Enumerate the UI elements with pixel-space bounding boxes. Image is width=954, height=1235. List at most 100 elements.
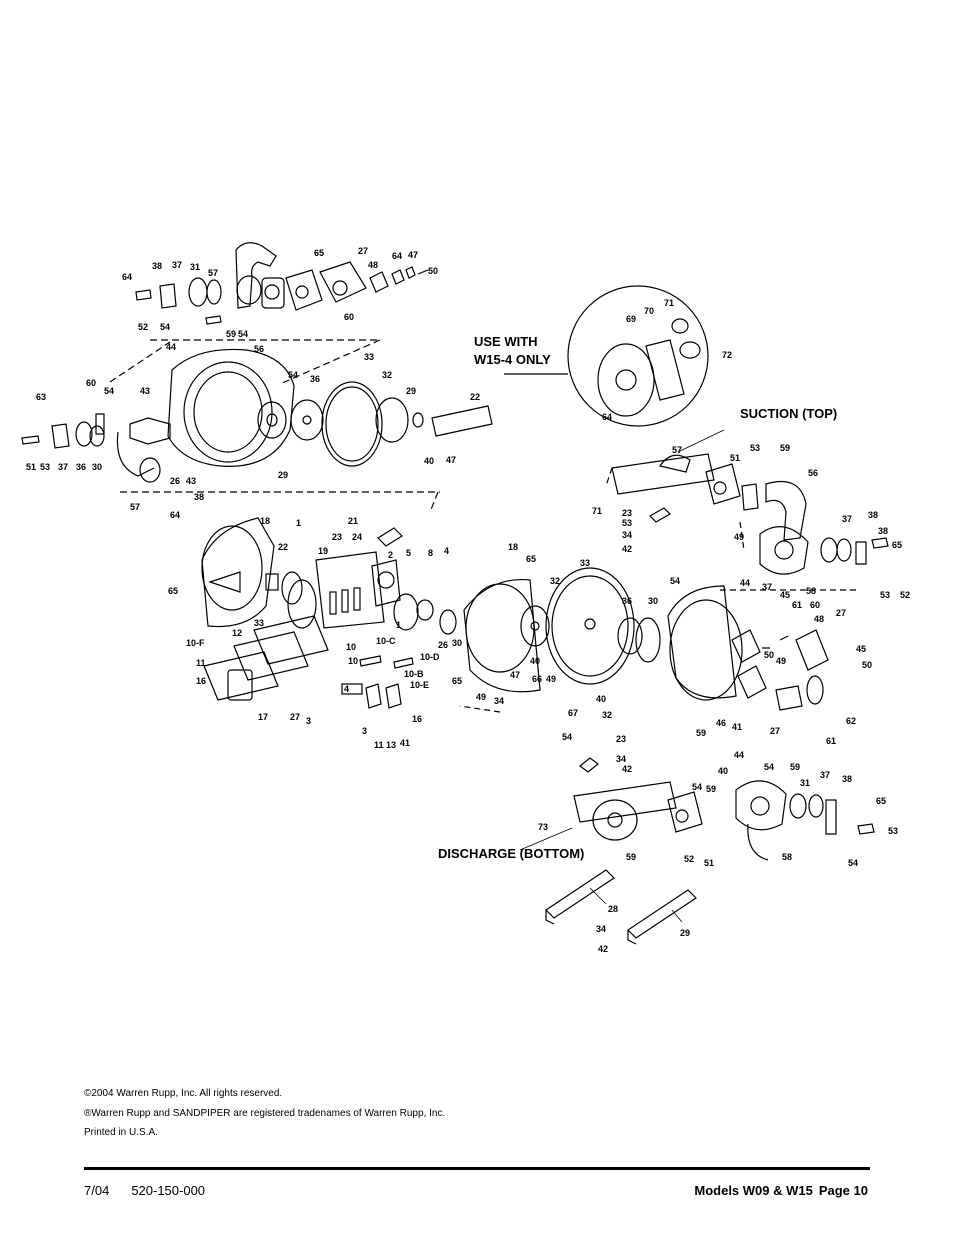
- callout: 40: [596, 694, 606, 704]
- callout: 65: [876, 796, 886, 806]
- callout: 10-C: [376, 636, 396, 646]
- callout: 38: [868, 510, 878, 520]
- callout: 64: [170, 510, 180, 520]
- callout: 65: [892, 540, 902, 550]
- callout: 61: [826, 736, 836, 746]
- callout: 50: [428, 266, 438, 276]
- callout: 64: [122, 272, 132, 282]
- callout: 56: [808, 468, 818, 478]
- callout: 51: [26, 462, 36, 472]
- callout: 19: [318, 546, 328, 556]
- callout: 63: [36, 392, 46, 402]
- footer-date: 7/04: [84, 1183, 110, 1198]
- footer-left: 7/04 520-150-000: [84, 1183, 205, 1198]
- callout: 47: [446, 455, 456, 465]
- callout: 38: [842, 774, 852, 784]
- callout: 37: [820, 770, 830, 780]
- callout: 27: [836, 608, 846, 618]
- callout: 18: [260, 516, 270, 526]
- callout: 3: [362, 726, 367, 736]
- callout: 29: [680, 928, 690, 938]
- callout: 73: [538, 822, 548, 832]
- callout: 45: [856, 644, 866, 654]
- callout: 54: [848, 858, 858, 868]
- footer-page: Page 10: [818, 1183, 868, 1198]
- callout: 4: [344, 684, 349, 694]
- heading-w15-only: W15-4 ONLY: [474, 352, 551, 367]
- callout: 43: [140, 386, 150, 396]
- callout: 71: [664, 298, 674, 308]
- callout: 70: [644, 306, 654, 316]
- heading-use-with: USE WITH: [474, 334, 538, 349]
- callout: 24: [352, 532, 362, 542]
- callout: 23: [622, 508, 632, 518]
- callout: 40: [530, 656, 540, 666]
- callout: 46: [716, 718, 726, 728]
- callout: 33: [364, 352, 374, 362]
- callout: 52: [684, 854, 694, 864]
- callout: 72: [722, 350, 732, 360]
- callout: 37: [842, 514, 852, 524]
- callout: 5: [406, 548, 411, 558]
- callout: 50: [764, 650, 774, 660]
- callout: 64: [392, 251, 402, 261]
- callout: 40: [718, 766, 728, 776]
- callout: 48: [368, 260, 378, 270]
- callout: 43: [186, 476, 196, 486]
- callout: 40: [424, 456, 434, 466]
- callout: 38: [878, 526, 888, 536]
- callout: 59: [706, 784, 716, 794]
- callout: 10: [346, 642, 356, 652]
- callout: 38: [152, 261, 162, 271]
- callout: 53: [880, 590, 890, 600]
- callout: 34: [494, 696, 504, 706]
- callout: 69: [626, 314, 636, 324]
- callout: 66: [532, 674, 542, 684]
- callout: 32: [382, 370, 392, 380]
- callout: 65: [168, 586, 178, 596]
- callout: 71: [592, 506, 602, 516]
- callout: 59: [780, 443, 790, 453]
- callout: 11: [374, 740, 384, 750]
- callout: 65: [452, 676, 462, 686]
- callout: 57: [130, 502, 140, 512]
- callout: 11: [196, 658, 206, 668]
- callout: 54: [692, 782, 702, 792]
- callout: 30: [452, 638, 462, 648]
- callout: 54: [238, 329, 248, 339]
- footer-part-number: 520-150-000: [131, 1183, 206, 1198]
- callout: 64: [602, 412, 612, 422]
- callout: 67: [568, 708, 578, 718]
- callout: 53: [622, 518, 632, 528]
- footer-rule: [84, 1167, 870, 1170]
- callout: 10-F: [186, 638, 205, 648]
- callout: 1: [296, 518, 301, 528]
- callout: 58: [782, 852, 792, 862]
- callout: 59: [226, 329, 236, 339]
- callout: 16: [412, 714, 422, 724]
- callout: 60: [810, 600, 820, 610]
- copyright-notice: ©2004 Warren Rupp, Inc. All rights reser…: [84, 1088, 283, 1099]
- callout: 49: [476, 692, 486, 702]
- callout: 17: [258, 712, 268, 722]
- footnotes: ©2004 Warren Rupp, Inc. All rights reser…: [84, 1084, 445, 1143]
- callout: 65: [314, 248, 324, 258]
- callout: 27: [358, 246, 368, 256]
- callout: 53: [750, 443, 760, 453]
- callout: 49: [546, 674, 556, 684]
- callout: 52: [138, 322, 148, 332]
- printed-notice: Printed in U.S.A.: [84, 1127, 158, 1138]
- callout: 60: [344, 312, 354, 322]
- callout: 10: [348, 656, 358, 666]
- callout: 8: [428, 548, 433, 558]
- callout: 34: [622, 530, 632, 540]
- callout: 30: [648, 596, 658, 606]
- callout: 65: [526, 554, 536, 564]
- callout: 33: [254, 618, 264, 628]
- callout: 12: [232, 628, 242, 638]
- callout: 53: [40, 462, 50, 472]
- callout: 54: [764, 762, 774, 772]
- callout: 37: [58, 462, 68, 472]
- callout: 1: [396, 620, 401, 630]
